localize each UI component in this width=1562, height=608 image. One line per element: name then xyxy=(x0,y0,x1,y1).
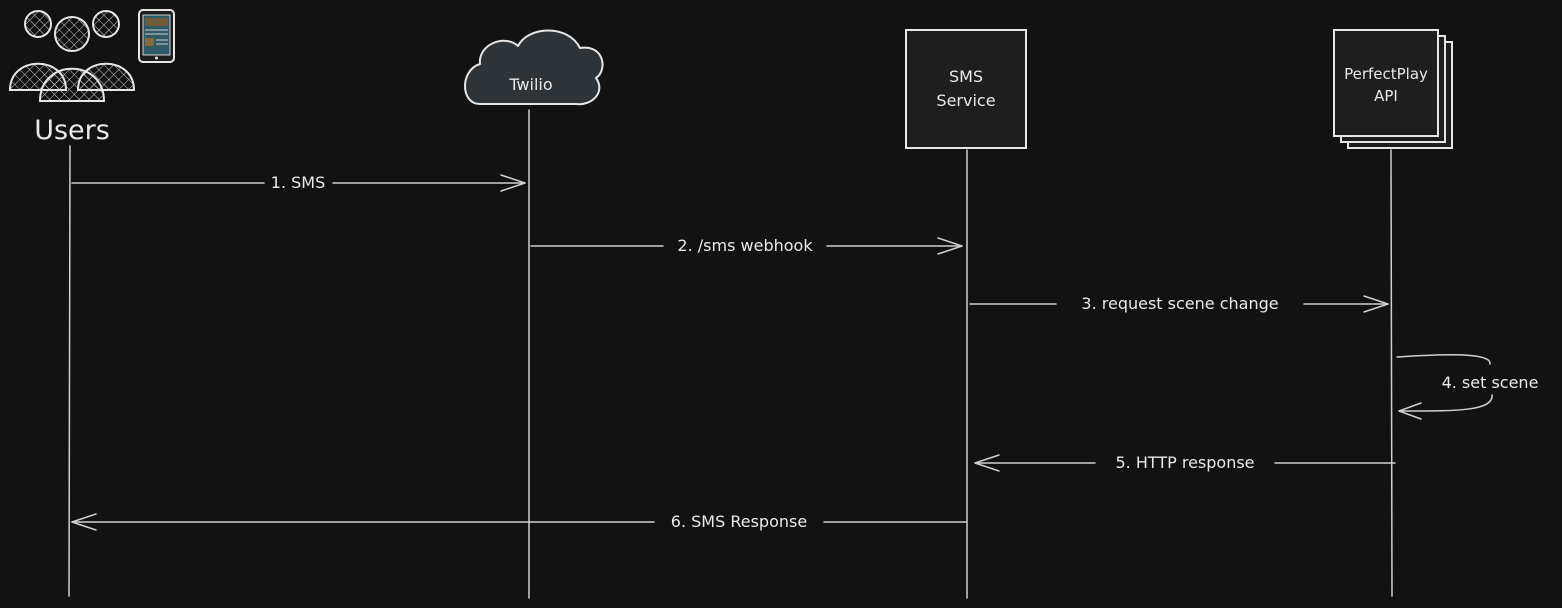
arrowhead-left-icon xyxy=(1398,402,1422,420)
users-participant: Users xyxy=(8,9,175,146)
arrowhead-right-icon xyxy=(1363,295,1389,313)
lifelines xyxy=(68,109,1393,599)
perfectplay-api-lifeline xyxy=(1390,149,1393,597)
perfectplay-api-label-line1: PerfectPlay xyxy=(1344,65,1428,83)
perfectplay-api-label-line2: API xyxy=(1374,87,1398,105)
arrowhead-right-icon xyxy=(500,174,526,192)
sms-service-box xyxy=(905,29,1027,149)
perfectplay-api-participant: PerfectPlay API xyxy=(1333,29,1453,149)
message-5-label: 5. HTTP response xyxy=(1115,453,1254,472)
sms-service-label-line1: SMS xyxy=(949,67,983,86)
sms-service-label-line2: Service xyxy=(936,91,995,110)
message-6-label: 6. SMS Response xyxy=(671,512,807,531)
perfectplay-api-box xyxy=(1333,29,1439,137)
users-icon xyxy=(8,10,136,102)
users-lifeline xyxy=(68,145,71,597)
message-4-label: 4. set scene xyxy=(1442,373,1539,392)
arrowhead-left-icon xyxy=(71,513,97,531)
sms-service-participant: SMS Service xyxy=(905,29,1027,149)
message-6: 6. SMS Response xyxy=(71,512,967,531)
message-2-label: 2. /sms webhook xyxy=(677,236,813,255)
cloud-icon xyxy=(464,29,604,106)
message-1-label: 1. SMS xyxy=(271,173,325,192)
arrowhead-right-icon xyxy=(937,237,963,255)
twilio-participant: Twilio xyxy=(464,29,604,106)
twilio-label: Twilio xyxy=(508,75,552,94)
users-label: Users xyxy=(34,115,110,146)
message-3-label: 3. request scene change xyxy=(1081,294,1278,313)
message-4: 4. set scene xyxy=(1396,353,1539,420)
message-5: 5. HTTP response xyxy=(974,453,1396,472)
message-3: 3. request scene change xyxy=(969,294,1389,313)
arrowhead-left-icon xyxy=(974,454,1000,472)
phone-icon xyxy=(138,9,175,63)
message-2: 2. /sms webhook xyxy=(530,236,963,255)
message-1: 1. SMS xyxy=(71,173,526,192)
